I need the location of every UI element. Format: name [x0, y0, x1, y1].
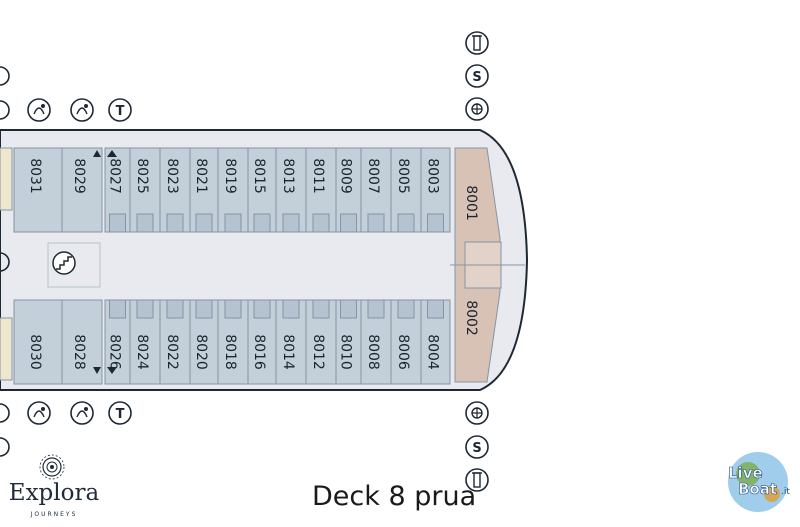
cabin-bathroom: [109, 213, 126, 233]
liveboat-logo: Live Boat .it: [728, 452, 790, 512]
partial-marker-icon: [0, 252, 10, 272]
cabin-bathroom: [427, 299, 444, 319]
cabins-bottom: 8030 8028 8026 8024 8022 8020 8018 8016 8014 8012…: [13, 299, 451, 385]
cabin-8030[interactable]: [13, 299, 63, 385]
cabin-bathroom: [340, 299, 357, 319]
deck-markers: T T S S: [0, 31, 489, 492]
elevator-icon: [27, 401, 51, 425]
page-title: Deck 8 prua: [312, 481, 477, 512]
cabin-number: 8020: [193, 334, 209, 370]
accessible-marker-icon: [93, 367, 101, 374]
elevator-icon: [27, 98, 51, 122]
lift-icon: [465, 468, 489, 492]
cabin-bathroom: [224, 213, 242, 233]
cabin-bathroom: [224, 299, 242, 319]
cabin-number: 8029: [71, 158, 87, 194]
stairs-icon: T: [108, 401, 132, 425]
accessible-marker-icon: [93, 150, 101, 157]
cabin-number: 8025: [134, 158, 150, 194]
stairs-icon: T: [108, 98, 132, 122]
cabin-number: 8031: [27, 158, 43, 194]
cabin-bathroom: [253, 213, 271, 233]
cabin-bathroom: [109, 299, 126, 319]
cabin-number: 8015: [251, 158, 267, 194]
cabin-number: 8023: [164, 158, 180, 194]
service-area-top: [0, 147, 13, 211]
corridor: [100, 236, 450, 294]
elevator-icon: [465, 97, 489, 121]
service-icon: S: [465, 435, 489, 459]
cabin-bathroom: [340, 213, 357, 233]
cabin-number: 8019: [222, 158, 238, 194]
partial-marker-icon: [0, 437, 10, 457]
cabin-number: 8012: [310, 334, 326, 370]
lift-icon: [465, 31, 489, 55]
cabin-bathroom: [397, 213, 415, 233]
suite-label: 8002: [463, 300, 479, 336]
cabin-number: 8028: [71, 334, 87, 370]
partial-marker-icon: [0, 403, 10, 423]
cabin-number: 8009: [338, 158, 354, 194]
cabin-bathroom: [195, 299, 213, 319]
service-area-bottom: [0, 317, 13, 381]
elevator-icon: [70, 98, 94, 122]
explora-brand: Explora JOURNEYS: [4, 452, 104, 519]
cabin-number: 8013: [280, 158, 296, 194]
cabin-8031[interactable]: [13, 147, 63, 233]
cabin-bathroom: [195, 213, 213, 233]
watermark-line2: Boat: [738, 480, 777, 498]
partial-marker-icon: [0, 66, 10, 86]
cabin-bathroom: [397, 299, 415, 319]
watermark-suffix: .it: [781, 487, 790, 497]
elevator-icon: [70, 401, 94, 425]
cabin-bathroom: [367, 299, 385, 319]
cabin-bathroom: [367, 213, 385, 233]
cabin-number: 8003: [425, 158, 441, 194]
cabin-bathroom: [312, 299, 330, 319]
svg-text:T: T: [116, 104, 125, 119]
cabin-bathroom: [136, 213, 154, 233]
cabin-number: 8011: [310, 158, 326, 194]
cabin-number: 8024: [134, 334, 150, 370]
cabin-number: 8018: [222, 334, 238, 370]
cabin-number: 8005: [395, 158, 411, 194]
cabin-bathroom: [282, 299, 300, 319]
svg-text:S: S: [472, 441, 481, 456]
cabin-number: 8014: [280, 334, 296, 370]
explora-emblem-icon: [39, 454, 65, 480]
cabin-bathroom: [136, 299, 154, 319]
cabin-bathroom: [427, 213, 444, 233]
cabin-bathroom: [166, 299, 184, 319]
cabin-number: 8008: [365, 334, 381, 370]
cabin-bathroom: [282, 213, 300, 233]
cabin-number: 8027: [107, 158, 123, 194]
cabin-number: 8010: [338, 334, 354, 370]
svg-text:T: T: [116, 407, 125, 422]
accessible-marker-icon: [107, 150, 117, 157]
brand-subtitle: JOURNEYS: [30, 511, 78, 518]
cabin-number: 8006: [395, 334, 411, 370]
accessible-marker-icon: [107, 367, 117, 374]
elevator-icon: [465, 401, 489, 425]
cabin-bathroom: [253, 299, 271, 319]
staircase-icon: [52, 251, 76, 275]
service-icon: S: [465, 64, 489, 88]
cabin-number: 8026: [107, 334, 123, 370]
cabin-number: 8022: [164, 334, 180, 370]
cabin-bathroom: [312, 213, 330, 233]
cabin-number: 8007: [365, 158, 381, 194]
cabins-top: 8031 8029 8027 8025 8023 8021 8019 8015 8013 8011…: [13, 147, 451, 233]
cabin-8029[interactable]: [61, 147, 103, 233]
suite-label: 8001: [463, 185, 479, 221]
cabin-number: 8021: [193, 158, 209, 194]
svg-text:S: S: [472, 70, 481, 85]
cabin-number: 8016: [251, 334, 267, 370]
cabin-number: 8030: [27, 334, 43, 370]
cabin-bathroom: [166, 213, 184, 233]
watermark-line1: Live: [728, 464, 763, 482]
brand-name: Explora: [8, 480, 100, 506]
partial-marker-icon: [0, 100, 10, 120]
cabin-number: 8004: [425, 334, 441, 370]
